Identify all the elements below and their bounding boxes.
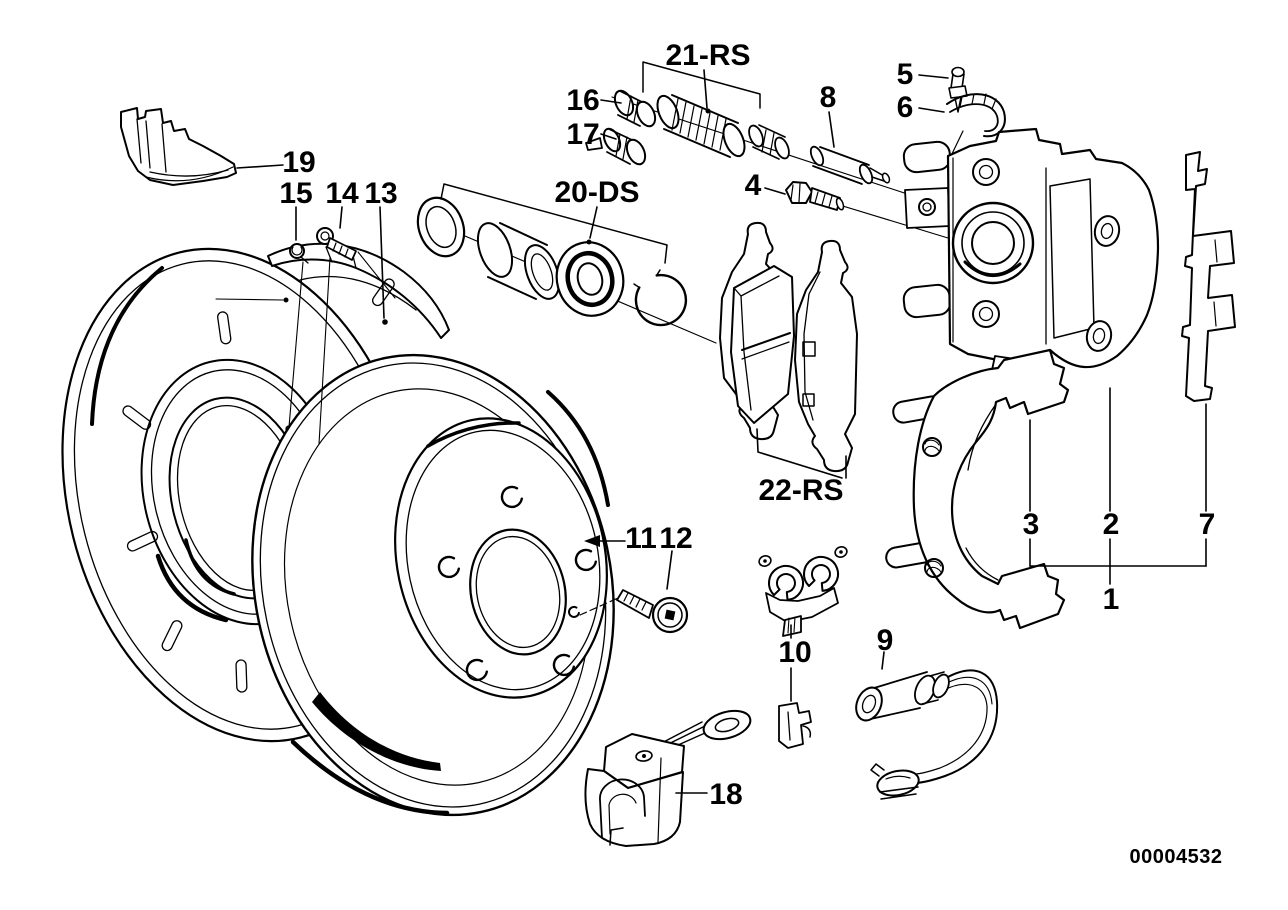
- leader-lines: [215, 61, 1207, 794]
- parking-brake-lever-art: [120, 107, 237, 186]
- shield-screw-art: [316, 227, 357, 261]
- set-screw-art: [579, 589, 689, 634]
- diagram-number: 00004532: [1130, 846, 1223, 868]
- callout-12: 12: [659, 522, 692, 555]
- callout-10: 10: [778, 636, 811, 669]
- brake-pads-art: [719, 221, 858, 473]
- callout-15: 15: [279, 177, 312, 210]
- clip-holder-art: [778, 702, 812, 749]
- wear-sensor-art: [855, 669, 999, 800]
- brake-caliper-art: [902, 127, 1160, 377]
- assembly-axis-lines: [417, 96, 951, 344]
- callout-2: 2: [1103, 508, 1120, 541]
- guide-pin-art: [809, 145, 891, 185]
- callout-11: 11: [625, 522, 657, 555]
- guide-bushing-kit-art: [585, 89, 790, 166]
- piston-repair-kit-art: [416, 196, 688, 327]
- callout-4: 4: [745, 169, 762, 202]
- brake-disc-art: [251, 353, 615, 817]
- callout-13: 13: [364, 177, 397, 210]
- callout-14: 14: [325, 177, 359, 210]
- callout-1: 1: [1103, 583, 1120, 616]
- callout-7: 7: [1199, 508, 1216, 541]
- caliper-bolt-art: [785, 181, 845, 211]
- callout-21-rs: 21-RS: [665, 39, 750, 72]
- callout-9: 9: [877, 624, 894, 657]
- callout-labels: 16 17 21-RS 8 5 6 19 15 14 13 20-DS 4 11…: [279, 39, 1222, 868]
- callout-16: 16: [566, 84, 599, 117]
- callout-8: 8: [820, 81, 837, 114]
- caliper-carrier-art: [885, 348, 1070, 630]
- lock-washer-art: [289, 243, 309, 264]
- anti-rattle-spring-art: [1181, 151, 1236, 402]
- callout-17: 17: [566, 118, 599, 151]
- callout-3: 3: [1023, 508, 1040, 541]
- callout-20-ds: 20-DS: [554, 176, 639, 209]
- callout-19: 19: [282, 146, 315, 179]
- callout-22-rs: 22-RS: [758, 474, 843, 507]
- callout-18: 18: [709, 778, 742, 811]
- callout-5: 5: [897, 58, 914, 91]
- callout-6: 6: [897, 91, 914, 124]
- protective-cap-art: [584, 709, 752, 847]
- retaining-clip-art: [758, 546, 848, 637]
